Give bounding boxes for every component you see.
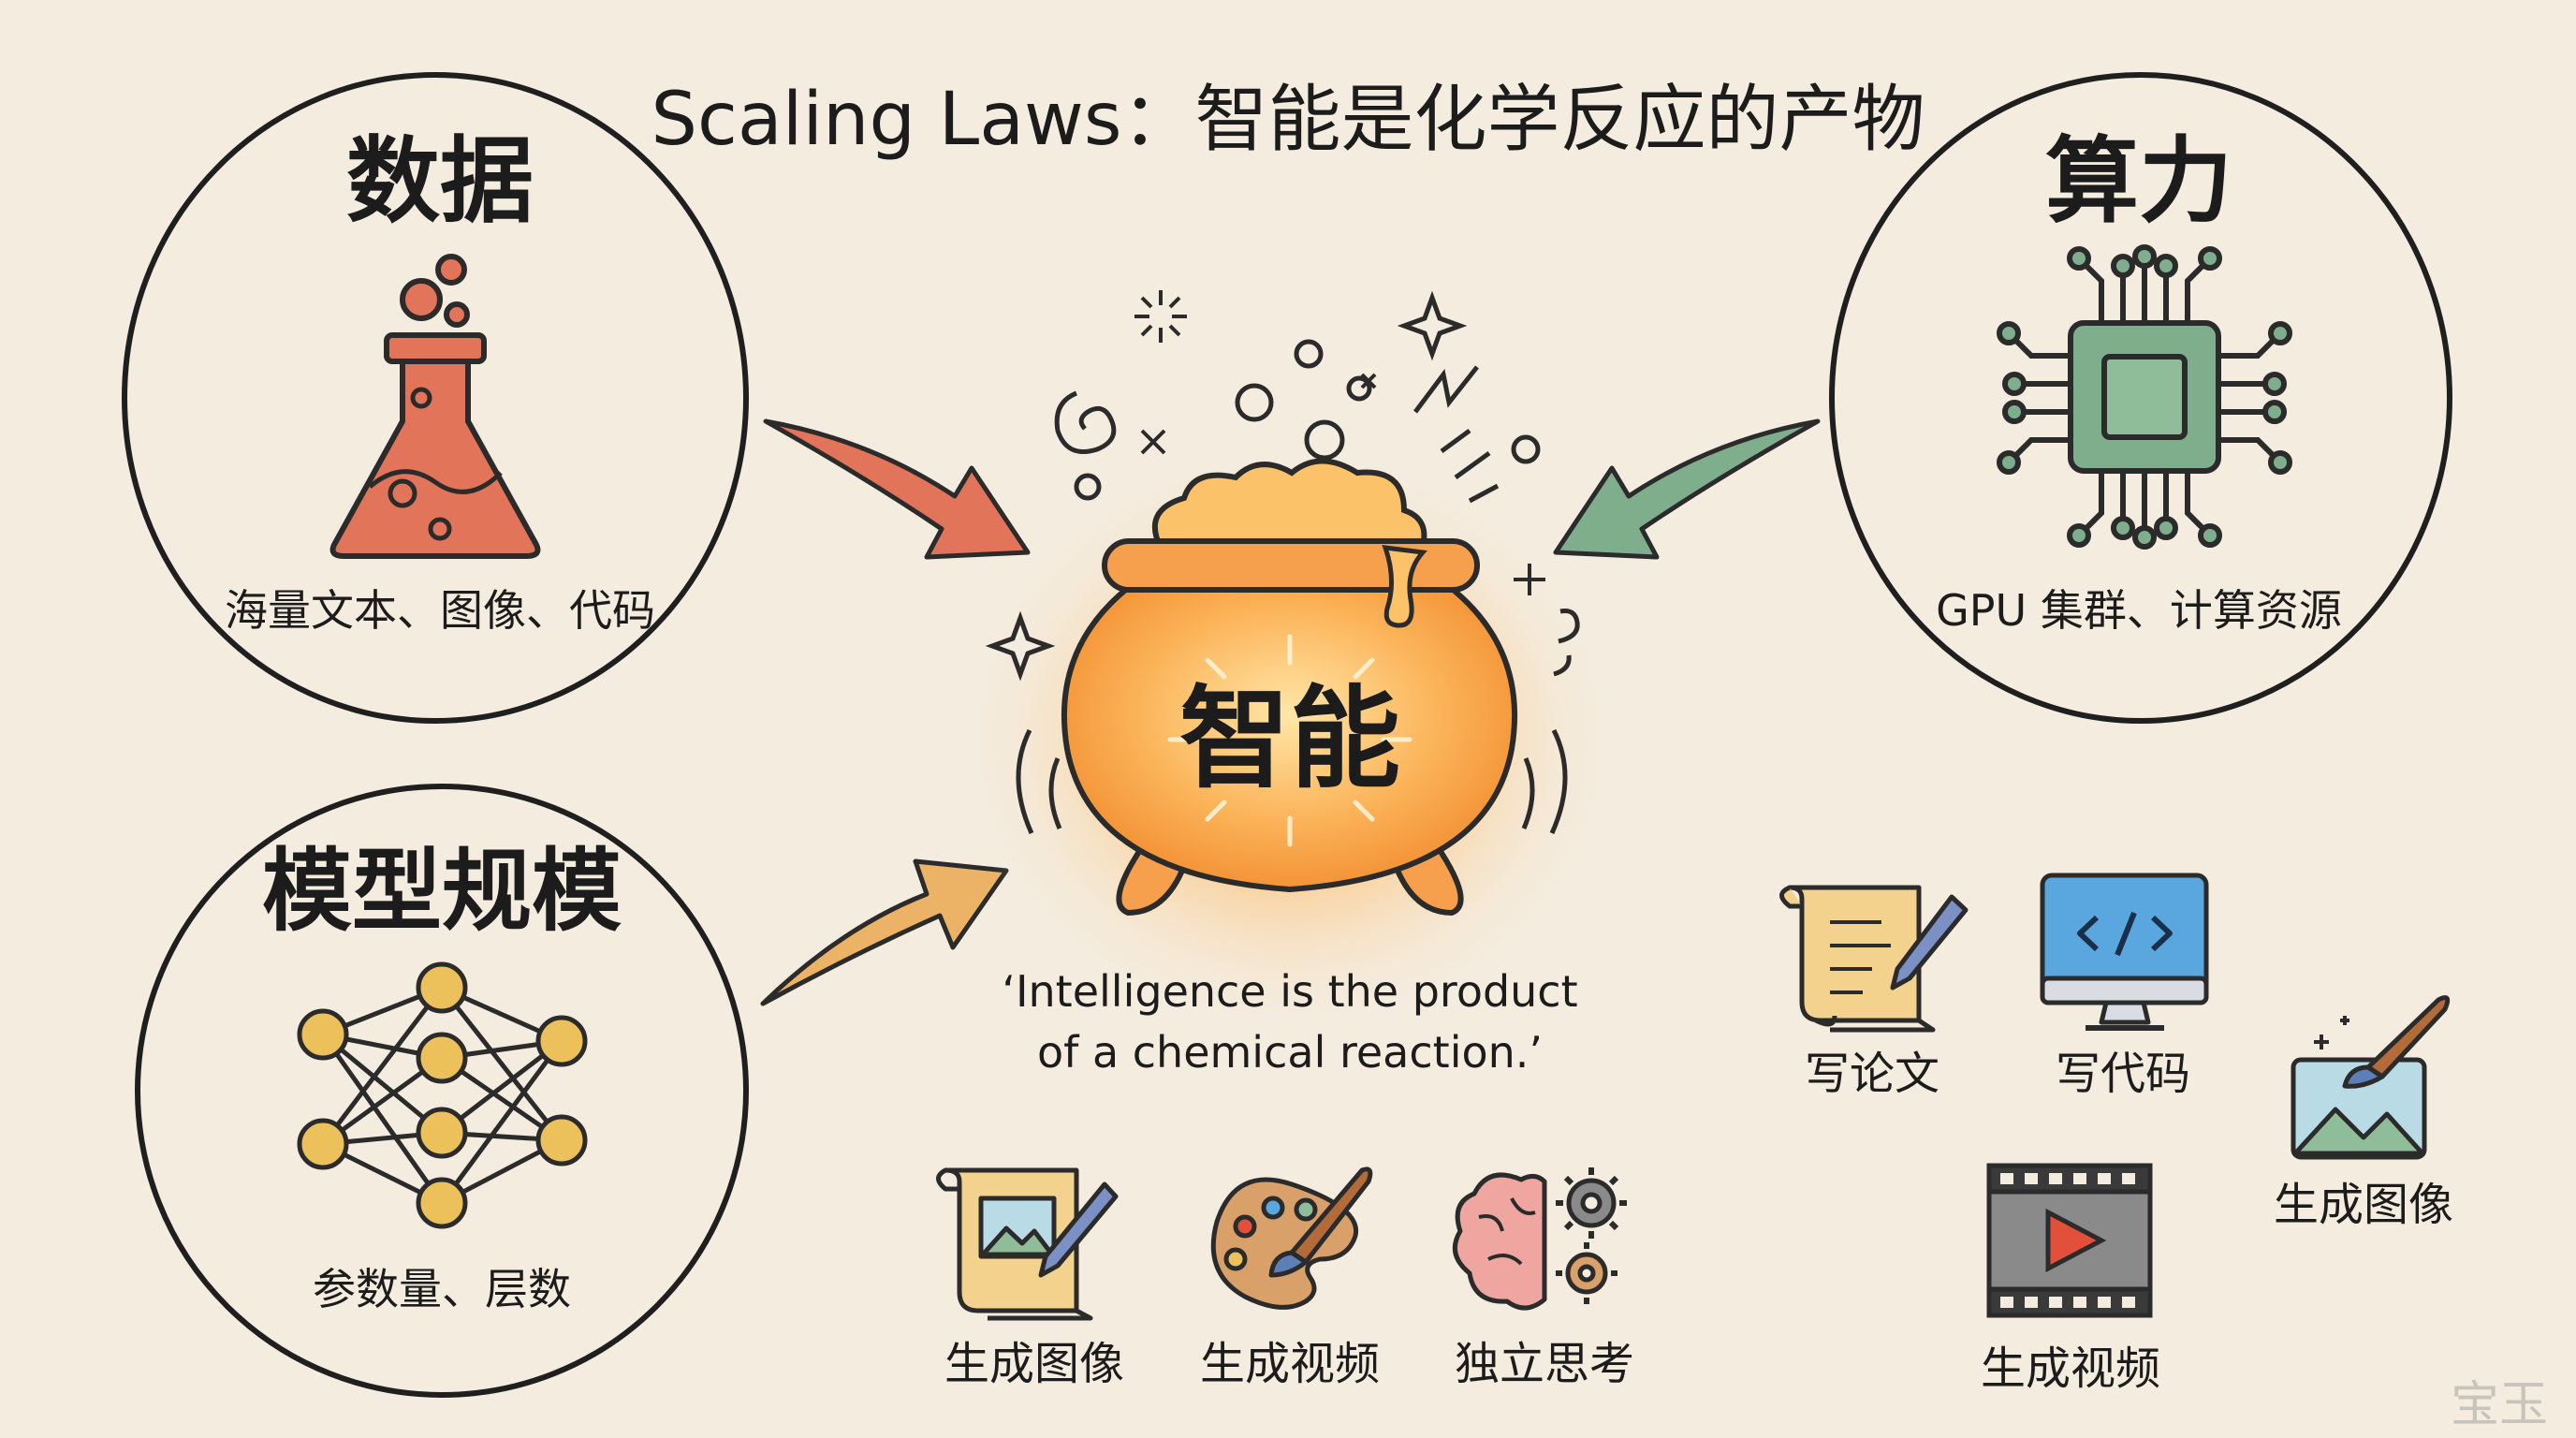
data-group: 数据 海量文本、图像、代码: [122, 72, 749, 724]
scroll-pen-icon: [1779, 885, 1969, 1033]
neural-network-icon: [297, 961, 588, 1229]
model-circle: [135, 784, 749, 1398]
output-write-code: 写代码: [2040, 873, 2209, 1100]
flask-icon: [329, 254, 541, 559]
film-strip-icon: [1986, 1163, 2153, 1318]
output-independent-thinking: 独立思考: [1452, 1167, 1634, 1390]
output-label-generate-video-right: 生成视频: [1981, 1343, 2160, 1395]
diagram-title: Scaling Laws：智能是化学反应的产物: [651, 78, 1925, 162]
cauldron: 智能: [953, 290, 1627, 1039]
cauldron-rays: [1167, 634, 1412, 847]
quote-line-2: of a chemical reaction.’: [1037, 1027, 1543, 1078]
cauldron-label: 智能: [1179, 674, 1400, 803]
cauldron-foam: [1151, 458, 1427, 556]
cauldron-rim: [1102, 538, 1480, 593]
compute-caption: GPU 集群、计算资源: [1936, 585, 2342, 636]
brain-gears-icon: [1452, 1167, 1627, 1311]
compute-circle: [1829, 72, 2452, 724]
sparkles-icon: [985, 290, 1580, 835]
model-group: 模型规模 参数量、层数: [135, 784, 749, 1398]
model-label: 模型规模: [262, 839, 622, 944]
data-circle: [122, 72, 749, 724]
output-generate-video-bottom: 生成视频: [1200, 1167, 1380, 1390]
output-label-generate-image-right: 生成图像: [2274, 1179, 2453, 1231]
output-generate-video-right: 生成视频: [1981, 1163, 2160, 1395]
cauldron-drip: [1382, 545, 1428, 628]
output-label-write-paper: 写论文: [1805, 1048, 1939, 1100]
output-write-paper: 写论文: [1779, 885, 1969, 1100]
data-arrow: [763, 418, 1031, 560]
output-generate-image-right: 生成图像: [2274, 995, 2453, 1231]
watermark: 宝玉: [2451, 1377, 2548, 1433]
output-label-generate-image-bottom: 生成图像: [944, 1338, 1124, 1390]
compute-arrow: [1553, 418, 1821, 560]
palette-icon: [1210, 1167, 1373, 1310]
output-label-write-code: 写代码: [2056, 1048, 2190, 1100]
output-generate-image-bottom: 生成图像: [936, 1167, 1124, 1390]
output-label-independent-thinking: 独立思考: [1455, 1338, 1634, 1390]
output-label-generate-video-bottom: 生成视频: [1200, 1338, 1380, 1390]
image-brush-icon: [2291, 995, 2451, 1160]
chip-icon: [1997, 244, 2292, 550]
quote-line-1: ‘Intelligence is the product: [1002, 966, 1577, 1017]
code-monitor-icon: [2040, 873, 2209, 1031]
cauldron-body: [1061, 568, 1517, 893]
data-label: 数据: [346, 126, 534, 236]
scroll-picture-icon: [936, 1167, 1119, 1321]
model-caption: 参数量、层数: [313, 1264, 571, 1314]
model-arrow: [760, 858, 1009, 1006]
compute-label: 算力: [2045, 126, 2232, 236]
compute-group: 算力 GPU 集群、计算资源: [1829, 72, 2452, 724]
data-caption: 海量文本、图像、代码: [225, 585, 655, 636]
